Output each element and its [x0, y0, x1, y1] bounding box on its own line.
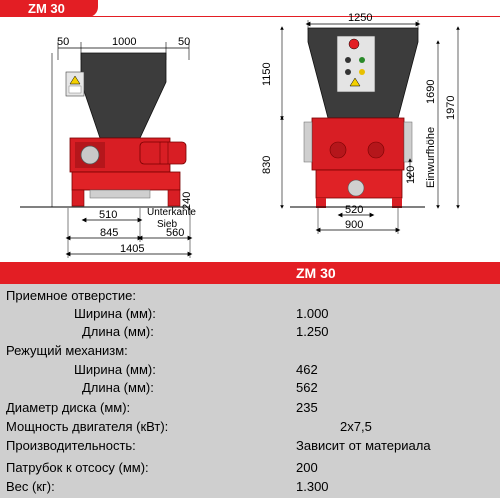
spec-row-label: Ширина (мм):: [74, 362, 156, 377]
dim-front-510: 510: [99, 209, 117, 221]
spec-title: ZM 30: [296, 265, 336, 281]
spec-row-label: Режущий механизм:: [6, 343, 128, 358]
front-label-unterkante: Unterkante: [147, 207, 196, 218]
spec-row-label: Мощность двигателя (кВт):: [6, 419, 169, 434]
model-tab: ZM 30: [0, 0, 98, 17]
spec-row-value: Зависит от материала: [296, 438, 431, 453]
spec-row-value: 1.000: [296, 306, 329, 321]
spec-row-label: Длина (мм):: [82, 324, 154, 339]
dim-front-830: 830: [261, 156, 273, 174]
spec-row-label: Диаметр диска (мм):: [6, 400, 131, 415]
side-label-einwurfhoehe: Einwurfhöhe: [425, 127, 437, 188]
spec-row-value: 562: [296, 380, 318, 395]
spec-row-value: 200: [296, 460, 318, 475]
spec-row-value: 1.300: [296, 479, 329, 494]
dim-front-right-margin: 50: [178, 36, 190, 48]
spec-title-band: ZM 30: [0, 262, 500, 284]
model-tab-label: ZM 30: [28, 1, 65, 16]
technical-drawing: 50 1000 50 240 510 845 560 1405: [20, 12, 460, 258]
spec-panel: [0, 262, 500, 498]
spec-row-value: 235: [296, 400, 318, 415]
spec-row-value: 2x7,5: [340, 419, 372, 434]
dim-side-1250: 1250: [348, 12, 372, 24]
spec-row-value: 462: [296, 362, 318, 377]
dim-front-1150: 1150: [261, 62, 273, 86]
spec-row-label: Вес (кг):: [6, 479, 55, 494]
top-rule: [0, 16, 500, 17]
front-view: 50 1000 50 240 510 845 560 1405: [20, 36, 196, 258]
dim-side-520: 520: [345, 204, 363, 216]
spec-row-label: Приемное отверстие:: [6, 288, 136, 303]
dim-side-120: 120: [405, 166, 417, 184]
spec-row-label: Длина (мм):: [82, 380, 154, 395]
dim-front-845: 845: [100, 227, 118, 239]
dim-front-1405: 1405: [120, 243, 144, 255]
front-label-sieb: Sieb: [157, 219, 177, 230]
dim-front-560: 560: [166, 227, 184, 239]
dim-front-240: 240: [181, 192, 193, 210]
side-view: 1250 1150 830 1690 1970 Einwurf: [261, 12, 460, 234]
spec-row-label: Патрубок к отсосу (мм):: [6, 460, 149, 475]
spec-row-value: 1.250: [296, 324, 329, 339]
dim-front-left-margin: 50: [57, 36, 69, 48]
spec-row-label: Ширина (мм):: [74, 306, 156, 321]
dim-side-1970: 1970: [445, 96, 457, 120]
spec-row-label: Производительность:: [6, 438, 136, 453]
dim-side-900: 900: [345, 219, 363, 231]
dim-side-1690: 1690: [425, 80, 437, 104]
dim-front-top-width: 1000: [112, 36, 136, 48]
